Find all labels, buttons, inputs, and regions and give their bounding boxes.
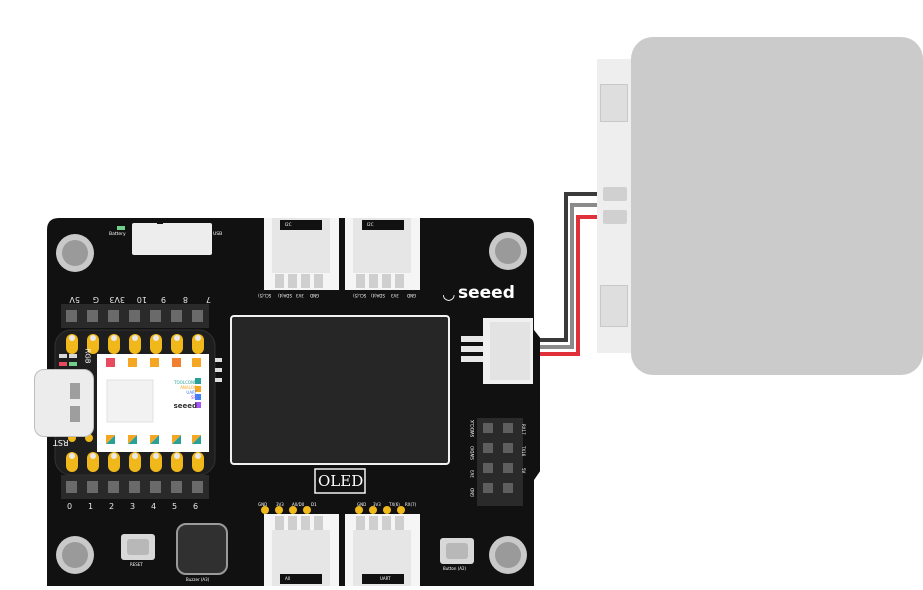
pin-label-4: 4 xyxy=(151,502,157,511)
xiao-text: TOOLCONN ANALOG UART SPI seeed xyxy=(165,380,197,410)
pin-label-3: 3 xyxy=(130,502,136,511)
pin-label-7: 7 xyxy=(205,295,211,304)
xiao-row-2: ANALOG xyxy=(180,385,197,390)
usb-label: USB xyxy=(213,232,223,237)
red-wire xyxy=(525,215,602,356)
rgb-label: RGB xyxy=(83,348,92,364)
pin-label-10: 10 xyxy=(136,295,147,304)
pin-label-0: 0 xyxy=(67,502,73,511)
header-label: SWDIO xyxy=(470,446,475,460)
buzzer-label: Buzzer (A3) xyxy=(186,577,210,582)
module-tab-bottom xyxy=(600,285,628,327)
xiao-row-4: SPI xyxy=(190,395,197,400)
grove-top-right-title: I2C xyxy=(367,222,374,227)
grove-pin: RX(7) xyxy=(405,502,417,507)
header-label: 5V xyxy=(521,468,526,474)
grove-pin: SCL(5) xyxy=(353,293,367,298)
black-wire xyxy=(525,192,602,342)
grove-pin: 3V3 xyxy=(391,293,399,298)
grove-bottom-right-pins: GND 3V3 TX(6) RX(7) xyxy=(357,502,421,510)
module-pin-2 xyxy=(603,210,627,224)
module-tab-top xyxy=(600,84,628,122)
seeed-logo-icon: ◡ xyxy=(443,285,455,303)
rst-label: RST xyxy=(53,438,69,447)
grove-pin: GND xyxy=(310,293,320,298)
header-label: 3V3 xyxy=(470,470,475,478)
button-a2[interactable] xyxy=(440,538,474,564)
grove-top-left-pins: SCL(5) SDA(4) 3V3 GND xyxy=(258,293,320,301)
top-pin-labels: 7 8 9 10 3V3 G 5V xyxy=(61,292,211,304)
grove-pin: GND xyxy=(357,502,367,507)
xiao-row-3: UART xyxy=(186,390,197,395)
usb-c-port[interactable] xyxy=(34,369,94,437)
pin-label-8: 8 xyxy=(182,295,188,304)
pin-label-2: 2 xyxy=(109,502,115,511)
grove-pin: GND xyxy=(258,502,268,507)
grove-pin: TX(6) xyxy=(389,502,400,507)
grove-bottom-right-title: UART xyxy=(380,576,391,581)
button-a2-label: Button (A2) xyxy=(443,566,467,571)
grove-top-left-title: I2C xyxy=(285,222,292,227)
grove-pin: GND xyxy=(407,293,417,298)
grove-top-right-pins: SCL(5) SDA(4) 3V3 GND xyxy=(353,293,417,301)
usb-c-inner-2 xyxy=(70,406,80,422)
usb-c-inner xyxy=(70,383,80,399)
header-label: GND xyxy=(470,488,475,498)
expansion-board xyxy=(47,200,545,586)
header-label: RX17 xyxy=(521,424,526,435)
pin-label-5: 5 xyxy=(172,502,178,511)
battery-switch[interactable] xyxy=(132,223,212,255)
reset-button-label: RESET xyxy=(130,562,143,567)
right-header-labels-right: RX17 TX16 5V xyxy=(521,424,529,504)
pin-label-9: 9 xyxy=(160,295,166,304)
module-pin-1 xyxy=(603,187,627,201)
grove-pin: 3V3 xyxy=(276,502,284,507)
pin-label-5v: 5V xyxy=(69,295,80,304)
gray-wire xyxy=(525,203,602,349)
brand-logo-text: seeed xyxy=(458,283,515,303)
pin-label-3v3: 3V3 xyxy=(109,295,125,304)
grove-pin: 3V3 xyxy=(296,293,304,298)
reset-button[interactable] xyxy=(121,534,155,560)
header-label: SWDCLK xyxy=(470,420,475,438)
xiao-brand: seeed xyxy=(173,402,197,410)
right-header-labels-left: SWDCLK SWDIO 3V3 GND xyxy=(470,420,478,504)
pin-label-g: G xyxy=(92,295,99,304)
pin-label-6: 6 xyxy=(193,502,199,511)
buzzer[interactable] xyxy=(177,524,227,574)
header-label: TX16 xyxy=(521,446,526,457)
xiao-row-1: TOOLCONN xyxy=(174,380,197,385)
sensor-module xyxy=(631,37,923,375)
grove-pin: SDA(4) xyxy=(371,293,385,298)
battery-label: Battery xyxy=(109,232,126,237)
oled-label: OLED xyxy=(318,472,364,490)
grove-pin: A0/D0 xyxy=(292,502,305,507)
grove-pin: D1 xyxy=(311,502,317,507)
grove-pin: SDA(4) xyxy=(278,293,292,298)
pin-label-1: 1 xyxy=(88,502,94,511)
grove-pin: SCL(5) xyxy=(258,293,272,298)
grove-pin: 3V3 xyxy=(373,502,381,507)
grove-bottom-left-title: A0 xyxy=(285,576,291,581)
grove-bottom-left-pins: GND 3V3 A0/D0 D1 xyxy=(258,502,322,510)
